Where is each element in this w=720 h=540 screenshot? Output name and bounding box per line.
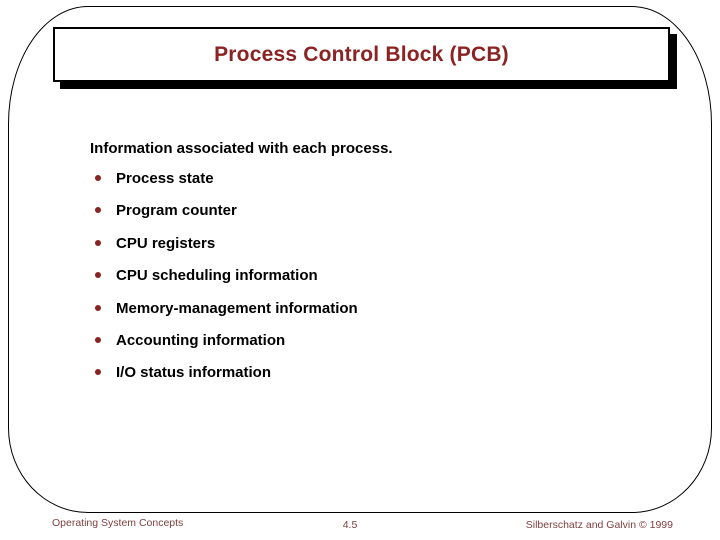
footer-slide-number: 4.5	[342, 519, 358, 531]
bullet-icon	[95, 175, 101, 181]
bullet-label: Memory-management information	[116, 299, 358, 317]
bullet-item: Process state	[95, 171, 358, 187]
bullet-label: I/O status information	[116, 364, 272, 382]
bullet-item: Memory-management information	[95, 299, 358, 317]
bullet-item: CPU registers	[95, 234, 358, 252]
bullet-icon	[95, 336, 101, 343]
bullet-icon	[95, 239, 101, 246]
footer-attribution: Silberschatz and Galvin © 1999	[525, 519, 673, 531]
title-box: Process Control Block (PCB)	[53, 27, 670, 82]
bullet-icon	[95, 304, 101, 311]
bullet-label: Process state	[116, 170, 214, 187]
bullet-icon	[95, 207, 101, 214]
bullet-label: Program counter	[116, 202, 237, 220]
footer: Operating System Concepts 4.5 Silberscha…	[0, 515, 720, 535]
slide-title: Process Control Block (PCB)	[214, 42, 509, 66]
bullet-label: CPU registers	[116, 234, 216, 252]
bullet-icon	[95, 369, 101, 376]
bullet-label: CPU scheduling information	[116, 267, 318, 285]
bullet-icon	[95, 272, 101, 279]
bullet-list: Process state Program counter CPU regist…	[95, 171, 358, 398]
bullet-item: Program counter	[95, 203, 358, 219]
footer-course-name: Operating System Concepts	[52, 517, 184, 529]
bullet-item: CPU scheduling information	[95, 268, 358, 284]
bullet-item: I/O status information	[95, 365, 358, 381]
intro-text: Information associated with each process…	[90, 140, 393, 157]
slide-border-frame	[8, 6, 712, 513]
bullet-label: Accounting information	[116, 331, 286, 349]
bullet-item: Accounting information	[95, 331, 358, 349]
